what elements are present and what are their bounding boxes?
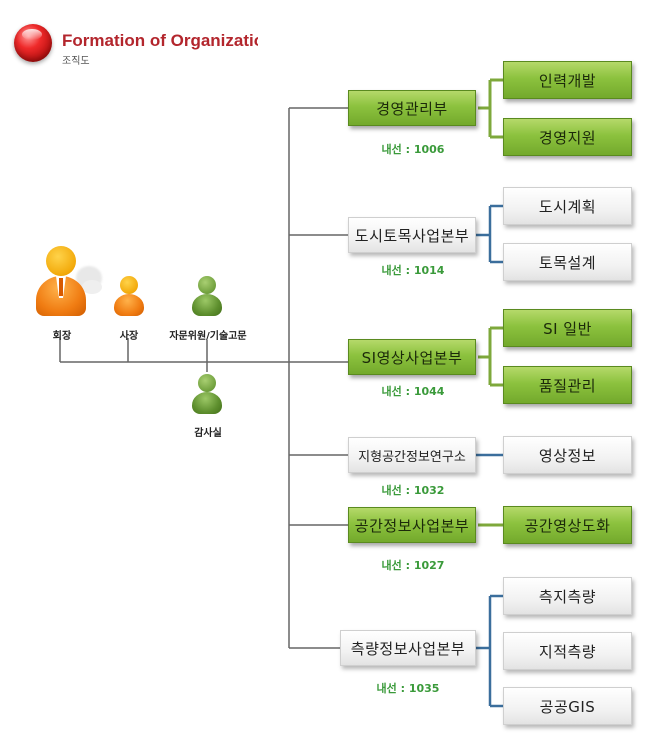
extension-number: 내선 : 1027 bbox=[381, 559, 445, 572]
department-box[interactable]: 도시계획 bbox=[503, 187, 632, 225]
president-label: 사장 bbox=[119, 331, 139, 342]
president-icon bbox=[114, 276, 144, 318]
division-box[interactable]: 경영관리부 bbox=[348, 90, 476, 126]
chairman-label: 회장 bbox=[52, 331, 72, 342]
page-title: Formation of Organization bbox=[62, 31, 258, 50]
division-box[interactable]: 공간정보사업본부 bbox=[348, 507, 476, 543]
extension-number: 내선 : 1006 bbox=[381, 143, 445, 156]
division-box[interactable]: 지형공간정보연구소 bbox=[348, 437, 476, 473]
division-box[interactable]: 측량정보사업본부 bbox=[340, 630, 476, 666]
audit-label: 감사실 bbox=[194, 428, 222, 439]
page-subtitle: 조직도 bbox=[62, 56, 90, 67]
advisor-icon bbox=[192, 276, 222, 318]
division-box[interactable]: SI영상사업본부 bbox=[348, 339, 476, 375]
division-box[interactable]: 도시토목사업본부 bbox=[348, 217, 476, 253]
extension-number: 내선 : 1044 bbox=[381, 385, 445, 398]
extension-number: 내선 : 1032 bbox=[381, 484, 445, 497]
department-box[interactable]: 토목설계 bbox=[503, 243, 632, 281]
extension-number: 내선 : 1014 bbox=[381, 264, 445, 277]
logo-icon bbox=[14, 24, 52, 62]
department-box[interactable]: 공공GIS bbox=[503, 687, 632, 725]
advisor-label: 자문위원/기술고문 bbox=[169, 331, 247, 342]
department-box[interactable]: SI 일반 bbox=[503, 309, 632, 347]
department-box[interactable]: 경영지원 bbox=[503, 118, 632, 156]
department-box[interactable]: 측지측량 bbox=[503, 577, 632, 615]
department-box[interactable]: 지적측량 bbox=[503, 632, 632, 670]
department-box[interactable]: 품질관리 bbox=[503, 366, 632, 404]
department-box[interactable]: 영상정보 bbox=[503, 436, 632, 474]
chairman-icon bbox=[36, 246, 102, 316]
audit-icon bbox=[192, 374, 222, 416]
extension-number: 내선 : 1035 bbox=[376, 682, 440, 695]
department-box[interactable]: 공간영상도화 bbox=[503, 506, 632, 544]
department-box[interactable]: 인력개발 bbox=[503, 61, 632, 99]
